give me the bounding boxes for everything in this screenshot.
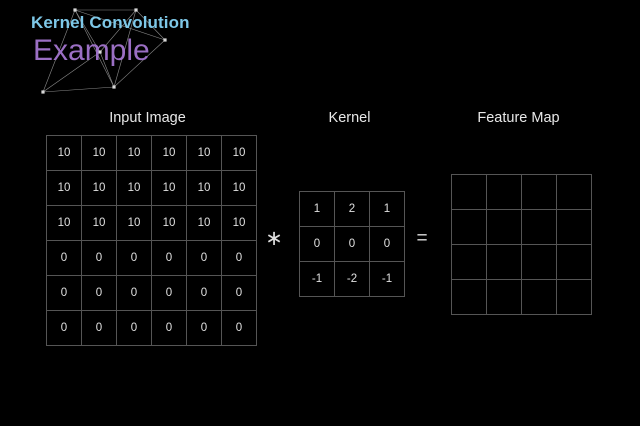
network-node	[73, 8, 77, 12]
kernel-row: -1-2-1	[299, 261, 405, 297]
input-image-row-cell: 0	[151, 275, 187, 311]
kernel-row-cell: -1	[369, 261, 405, 297]
kernel-heading: Kernel	[328, 110, 371, 126]
feature-map-row-cell	[486, 279, 522, 315]
feature-map-row-cell	[486, 244, 522, 280]
input-image-row-cell: 10	[116, 135, 152, 171]
kernel-row-cell: -2	[334, 261, 370, 297]
feature-map-row-cell	[451, 209, 487, 245]
input-image-row-cell: 10	[186, 205, 222, 241]
input-image-row-cell: 0	[46, 240, 82, 276]
page-subtitle: Example	[33, 34, 150, 67]
input-image-row-cell: 0	[116, 275, 152, 311]
input-image-row-cell: 10	[221, 170, 257, 206]
feature-map-row	[451, 279, 592, 315]
feature-map-row-cell	[556, 209, 592, 245]
feature-map-heading: Feature Map	[477, 110, 560, 126]
feature-map-row-cell	[521, 209, 557, 245]
convolution-operator-symbol: ∗	[265, 227, 283, 250]
feature-map-row-cell	[556, 174, 592, 210]
input-image-row-cell: 0	[46, 310, 82, 346]
kernel-row-cell: 1	[369, 191, 405, 227]
input-image-row-cell: 0	[116, 240, 152, 276]
input-image-row-cell: 0	[151, 310, 187, 346]
input-image-row-cell: 10	[46, 205, 82, 241]
feature-map-row-cell	[521, 174, 557, 210]
input-image-row-cell: 10	[221, 135, 257, 171]
kernel-row-cell: 1	[299, 191, 335, 227]
input-image-row-cell: 0	[186, 310, 222, 346]
feature-map-row-cell	[486, 174, 522, 210]
feature-map-row-cell	[451, 279, 487, 315]
kernel-row-cell: 0	[369, 226, 405, 262]
input-image-row-cell: 10	[81, 135, 117, 171]
input-image-row-cell: 0	[81, 310, 117, 346]
title-block: Kernel Convolution Example	[31, 13, 190, 68]
feature-map-row	[451, 174, 592, 210]
kernel-row-cell: 0	[334, 226, 370, 262]
network-node	[41, 90, 45, 94]
network-edge	[42, 86, 115, 93]
input-image-row-cell: 0	[221, 310, 257, 346]
input-image-row-cell: 10	[186, 135, 222, 171]
input-image-row-cell: 0	[151, 240, 187, 276]
feature-map-row	[451, 209, 592, 245]
input-image-row-cell: 0	[81, 240, 117, 276]
feature-map-matrix	[451, 174, 592, 315]
input-image-heading: Input Image	[109, 110, 186, 126]
input-image-row-cell: 10	[151, 135, 187, 171]
feature-map-row-cell	[486, 209, 522, 245]
kernel-row-cell: 2	[334, 191, 370, 227]
network-node	[112, 85, 116, 89]
input-image-row-cell: 0	[186, 275, 222, 311]
page-title: Kernel Convolution	[31, 13, 190, 32]
feature-map-row-cell	[556, 244, 592, 280]
kernel-row-cell: 0	[299, 226, 335, 262]
feature-map-row-cell	[521, 244, 557, 280]
input-image-row-cell: 10	[151, 205, 187, 241]
feature-map-row-cell	[521, 279, 557, 315]
feature-map-row-cell	[451, 174, 487, 210]
network-node	[134, 8, 138, 12]
input-image-row-cell: 10	[46, 170, 82, 206]
input-image-row-cell: 0	[221, 275, 257, 311]
equals-operator-symbol: =	[416, 228, 428, 249]
input-image-row-cell: 10	[221, 205, 257, 241]
input-image-row-cell: 10	[46, 135, 82, 171]
input-image-row-cell: 10	[81, 205, 117, 241]
feature-map-row	[451, 244, 592, 280]
input-image-row-cell: 10	[81, 170, 117, 206]
input-image-row-cell: 0	[186, 240, 222, 276]
kernel-row-cell: -1	[299, 261, 335, 297]
input-image-row-cell: 0	[46, 275, 82, 311]
feature-map-row-cell	[451, 244, 487, 280]
input-image-row-cell: 0	[116, 310, 152, 346]
input-image-row-cell: 10	[116, 205, 152, 241]
input-image-row-cell: 10	[186, 170, 222, 206]
feature-map-row-cell	[556, 279, 592, 315]
input-image-row-cell: 0	[221, 240, 257, 276]
input-image-row-cell: 0	[81, 275, 117, 311]
input-image-row-cell: 10	[151, 170, 187, 206]
input-image-row-cell: 10	[116, 170, 152, 206]
